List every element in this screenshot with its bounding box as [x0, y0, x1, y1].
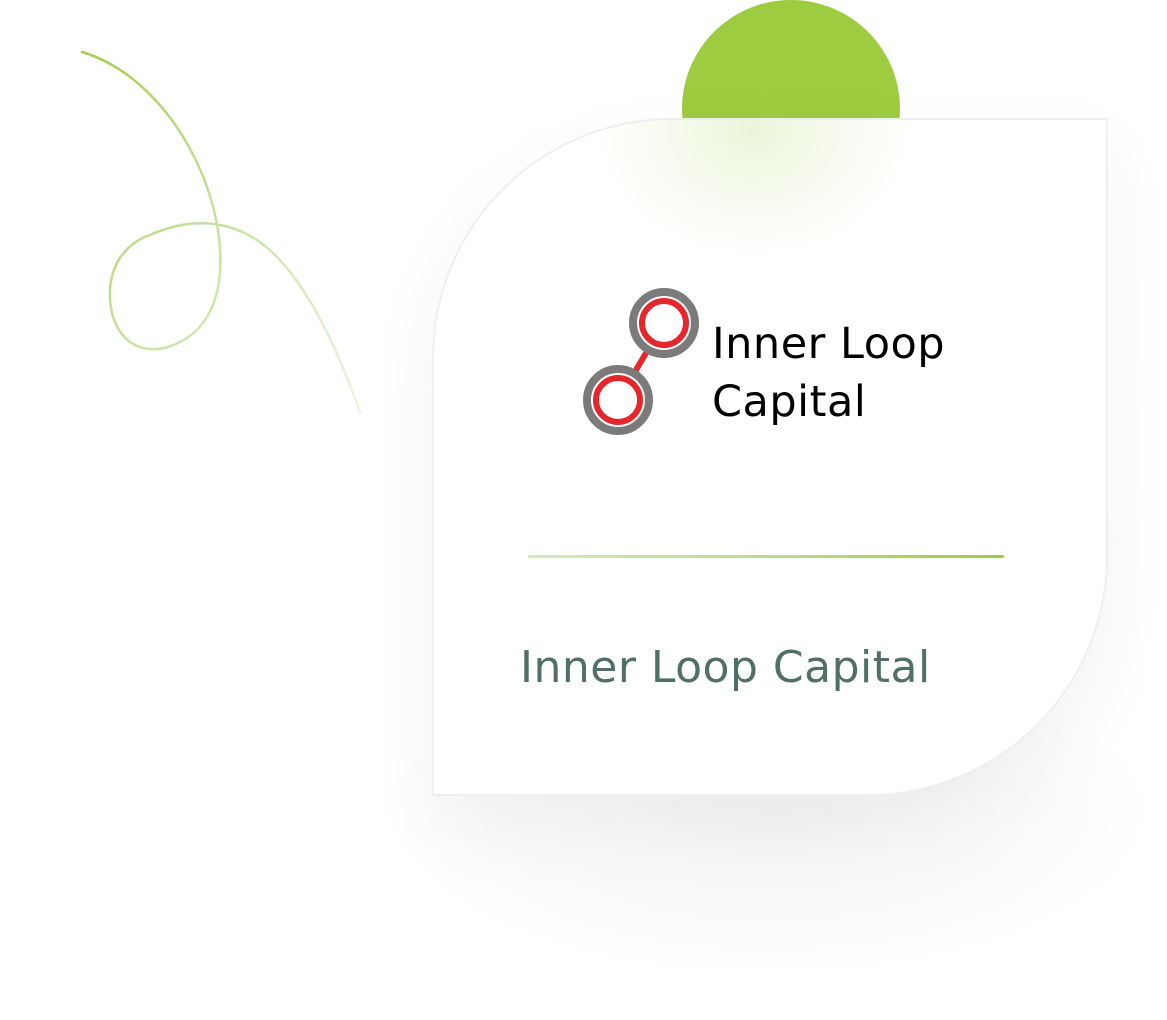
logo-line-2: Capital	[712, 377, 867, 427]
linked-circles-icon	[583, 288, 699, 435]
divider-line	[528, 555, 1004, 558]
company-name: Inner Loop Capital	[520, 642, 931, 693]
card-glow	[594, 120, 914, 260]
logo-line-1: Inner Loop	[712, 319, 946, 369]
company-card: Inner Loop Capital Inner Loop Capital	[432, 118, 1108, 796]
company-logo: Inner Loop Capital	[582, 285, 972, 445]
logo-wordmark: Inner Loop Capital	[712, 315, 945, 431]
decorative-swirl-line	[80, 50, 362, 414]
